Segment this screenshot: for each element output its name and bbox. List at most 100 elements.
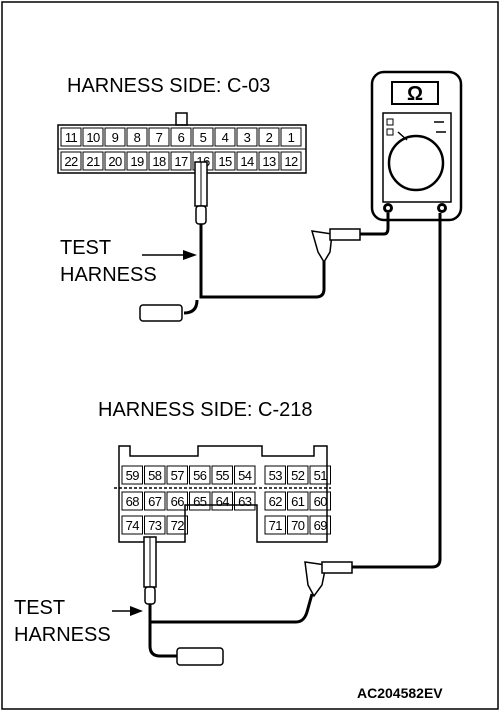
connector-pin-7: 7 <box>148 127 170 147</box>
pin-label: 2 <box>266 130 273 145</box>
connector-pin-74: 74 <box>121 515 143 535</box>
pin-label: 54 <box>238 468 252 483</box>
connector-c218-label: HARNESS SIDE: C-218 <box>98 399 313 421</box>
arrow-top <box>142 250 197 260</box>
pin-label: 66 <box>171 494 185 509</box>
connector-c03: 11109876543212221201918171615141312 <box>57 112 307 174</box>
pin-label: 70 <box>291 518 305 533</box>
pin-label: 57 <box>171 468 185 483</box>
pin-label: 12 <box>284 154 298 169</box>
connector-pin-17: 17 <box>170 151 192 171</box>
test-harness-bottom-label-line2: HARNESS <box>14 624 111 646</box>
connector-pin-67: 67 <box>144 491 166 511</box>
connector-pin-66: 66 <box>166 491 188 511</box>
connector-c03-label: HARNESS SIDE: C-03 <box>67 75 270 97</box>
connector-pin-3: 3 <box>236 127 258 147</box>
pin-label: 17 <box>174 154 188 169</box>
connector-pin-19: 19 <box>126 151 148 171</box>
connector-pin-60: 60 <box>309 491 331 511</box>
figure-code: AC204582EV <box>357 685 443 701</box>
connector-pin-62: 62 <box>264 491 286 511</box>
connector-pin-72: 72 <box>166 515 188 535</box>
arrow-bottom <box>112 606 143 616</box>
connector-pin-58: 58 <box>144 465 166 485</box>
connector-pin-59: 59 <box>121 465 143 485</box>
pin-label: 65 <box>193 494 207 509</box>
pin-label: 59 <box>126 468 140 483</box>
connector-pin-13: 13 <box>258 151 280 171</box>
pin-label: 53 <box>269 468 283 483</box>
connector-pin-10: 10 <box>82 127 104 147</box>
pin-label: 9 <box>112 130 119 145</box>
probe-lead-bottom <box>143 213 442 666</box>
pin-label: 61 <box>291 494 305 509</box>
pin-label: 55 <box>216 468 230 483</box>
pin-label: 10 <box>86 130 100 145</box>
connector-pin-65: 65 <box>189 491 211 511</box>
connector-pin-71: 71 <box>264 515 286 535</box>
pin-label: 64 <box>216 494 230 509</box>
pin-label: 3 <box>244 130 251 145</box>
pin-label: 13 <box>262 154 276 169</box>
connector-pin-12: 12 <box>280 151 302 171</box>
connector-pin-53: 53 <box>264 465 286 485</box>
connector-pin-56: 56 <box>189 465 211 485</box>
connector-pin-11: 11 <box>60 127 82 147</box>
pin-label: 20 <box>108 154 122 169</box>
ohm-symbol: Ω <box>407 83 423 105</box>
pin-label: 6 <box>178 130 185 145</box>
pin-label: 73 <box>148 518 162 533</box>
pin-label: 4 <box>222 130 229 145</box>
pin-label: 22 <box>64 154 78 169</box>
test-harness-top-label-line2: HARNESS <box>60 264 157 286</box>
pin-label: 71 <box>269 518 283 533</box>
pin-label: 63 <box>238 494 252 509</box>
connector-pin-15: 15 <box>214 151 236 171</box>
connector-pin-22: 22 <box>60 151 82 171</box>
pin-label: 62 <box>269 494 283 509</box>
connector-pin-9: 9 <box>104 127 126 147</box>
test-harness-bottom-label-line1: TEST <box>14 597 65 619</box>
pin-label: 14 <box>240 154 254 169</box>
pin-label: 19 <box>130 154 144 169</box>
test-harness-top-label-line1: TEST <box>60 237 111 259</box>
connector-pin-69: 69 <box>309 515 331 535</box>
pin-label: 51 <box>314 468 328 483</box>
connector-pin-73: 73 <box>144 515 166 535</box>
connector-pin-61: 61 <box>287 491 309 511</box>
pin-label: 58 <box>148 468 162 483</box>
pin-label: 5 <box>200 130 207 145</box>
pin-label: 56 <box>193 468 207 483</box>
pin-label: 15 <box>218 154 232 169</box>
pin-label: 68 <box>126 494 140 509</box>
connector-pin-51: 51 <box>309 465 331 485</box>
connector-pin-55: 55 <box>211 465 233 485</box>
connector-pin-64: 64 <box>211 491 233 511</box>
pin-label: 67 <box>148 494 162 509</box>
connector-pin-6: 6 <box>170 127 192 147</box>
connector-pin-18: 18 <box>148 151 170 171</box>
pin-label: 8 <box>134 130 141 145</box>
pin-label: 69 <box>314 518 328 533</box>
connector-pin-63: 63 <box>234 491 256 511</box>
connector-pin-57: 57 <box>166 465 188 485</box>
connector-pin-4: 4 <box>214 127 236 147</box>
connector-c218: 59 58 57 56 55 54 53 52 51 68 67 66 65 64 63 62 61 60 74 73… <box>114 445 331 543</box>
connector-pin-21: 21 <box>82 151 104 171</box>
pin-label: 74 <box>126 518 140 533</box>
connector-pin-52: 52 <box>287 465 309 485</box>
connector-pin-8: 8 <box>126 127 148 147</box>
connector-pin-20: 20 <box>104 151 126 171</box>
connector-pin-1: 1 <box>280 127 302 147</box>
pin-label: 11 <box>65 130 78 145</box>
pin-label: 52 <box>291 468 305 483</box>
pin-label: 18 <box>152 154 166 169</box>
pin-label: 60 <box>314 494 328 509</box>
probe-lead-top <box>139 161 390 322</box>
connector-pin-54: 54 <box>234 465 256 485</box>
pin-label: 7 <box>156 130 163 145</box>
ohmmeter-icon: Ω <box>370 70 463 222</box>
pin-label: 1 <box>288 130 295 145</box>
